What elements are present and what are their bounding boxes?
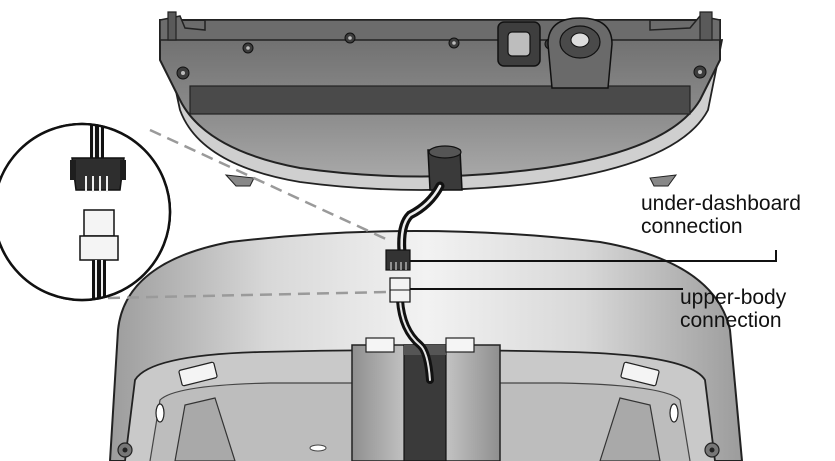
leader-under-dashboard: [410, 250, 777, 262]
channel-clip-right: [445, 337, 475, 353]
upper-body-connector: [389, 277, 411, 303]
channel-clip-left: [365, 337, 395, 353]
under-dashboard-label-line2: connection: [641, 215, 743, 238]
zoom-circle-icon: [0, 122, 389, 302]
under-dashboard-label-line1: under-dashboard: [641, 192, 801, 215]
callout-leaders: [410, 250, 777, 290]
upper-body-label-line2: connection: [680, 309, 782, 332]
dashboard: [159, 11, 724, 191]
rim-clip-left: [178, 361, 218, 387]
under-dashboard-connector: [385, 249, 411, 271]
under-dashboard-callout: under-dashboard connection: [641, 192, 801, 238]
rim-clip-right: [620, 361, 660, 387]
upper-body-callout: upper-body connection: [680, 286, 786, 332]
wire-harness: [396, 181, 445, 384]
upper-body-label-line1: upper-body: [680, 286, 787, 309]
